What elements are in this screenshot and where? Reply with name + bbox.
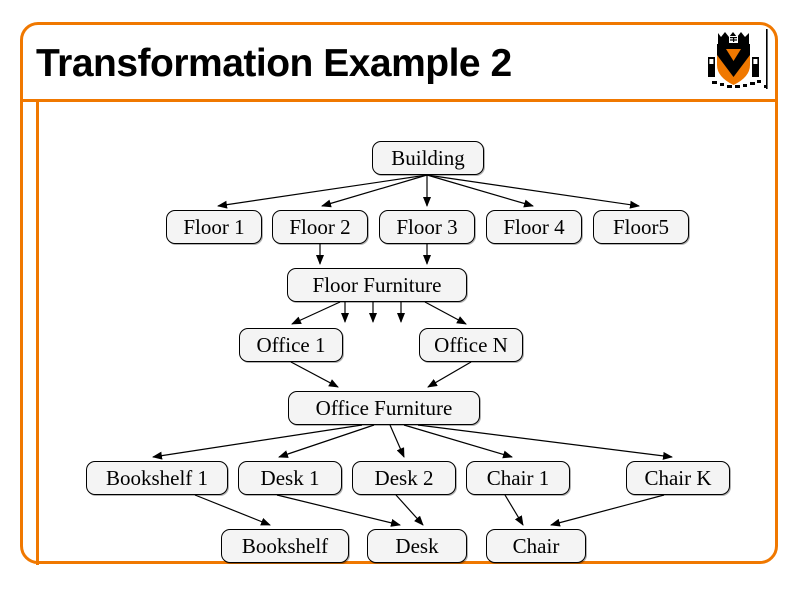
edge-building-floor2 (321, 174, 428, 208)
edge-officefurniture-desk1 (278, 424, 375, 458)
node-office-furniture[interactable]: Office Furniture (288, 391, 480, 425)
edge-building-floor5 (426, 174, 640, 209)
node-chair-1[interactable]: Chair 1 (466, 461, 570, 495)
node-floor-furniture[interactable]: Floor Furniture (287, 268, 467, 302)
edge-building-floor4 (426, 174, 534, 208)
node-building[interactable]: Building (372, 141, 484, 175)
edge-officefurniture-desk2 (389, 424, 405, 458)
edge-officefurniture-bookshelf1 (152, 424, 363, 460)
edge-bookshelf1-bookshelf (194, 494, 271, 526)
title-bar: Transformation Example 2 (20, 22, 778, 99)
frame-inner-vertical-rule (36, 99, 39, 565)
node-floor-3[interactable]: Floor 3 (379, 210, 475, 244)
node-floor-4[interactable]: Floor 4 (486, 210, 582, 244)
page-title: Transformation Example 2 (36, 42, 512, 85)
node-desk-2[interactable]: Desk 2 (352, 461, 456, 495)
node-bookshelf-1[interactable]: Bookshelf 1 (86, 461, 228, 495)
edge-officeN-officefurniture (427, 361, 472, 388)
node-chair[interactable]: Chair (486, 529, 586, 563)
edge-desk2-desk (395, 494, 424, 526)
title-divider-rule (20, 99, 778, 102)
node-office-n[interactable]: Office N (419, 328, 523, 362)
node-office-1[interactable]: Office 1 (239, 328, 343, 362)
edge-office1-officefurniture (290, 361, 339, 388)
node-desk[interactable]: Desk (367, 529, 467, 563)
node-bookshelf[interactable]: Bookshelf (221, 529, 349, 563)
edge-floorfurniture-officeN (424, 301, 467, 325)
node-floor-5[interactable]: Floor5 (593, 210, 689, 244)
node-desk-1[interactable]: Desk 1 (238, 461, 342, 495)
edge-building-floor1 (217, 174, 428, 209)
edge-officefurniture-chairK (417, 424, 673, 460)
node-floor-2[interactable]: Floor 2 (272, 210, 368, 244)
edge-desk1-desk (276, 494, 401, 527)
node-floor-1[interactable]: Floor 1 (166, 210, 262, 244)
node-chair-k[interactable]: Chair K (626, 461, 730, 495)
edge-chair1-chair (504, 494, 524, 526)
edge-officefurniture-chair1 (403, 424, 513, 459)
edge-floorfurniture-office1 (291, 301, 341, 325)
edge-chairK-chair (550, 494, 665, 527)
princeton-shield-logo (704, 27, 774, 93)
